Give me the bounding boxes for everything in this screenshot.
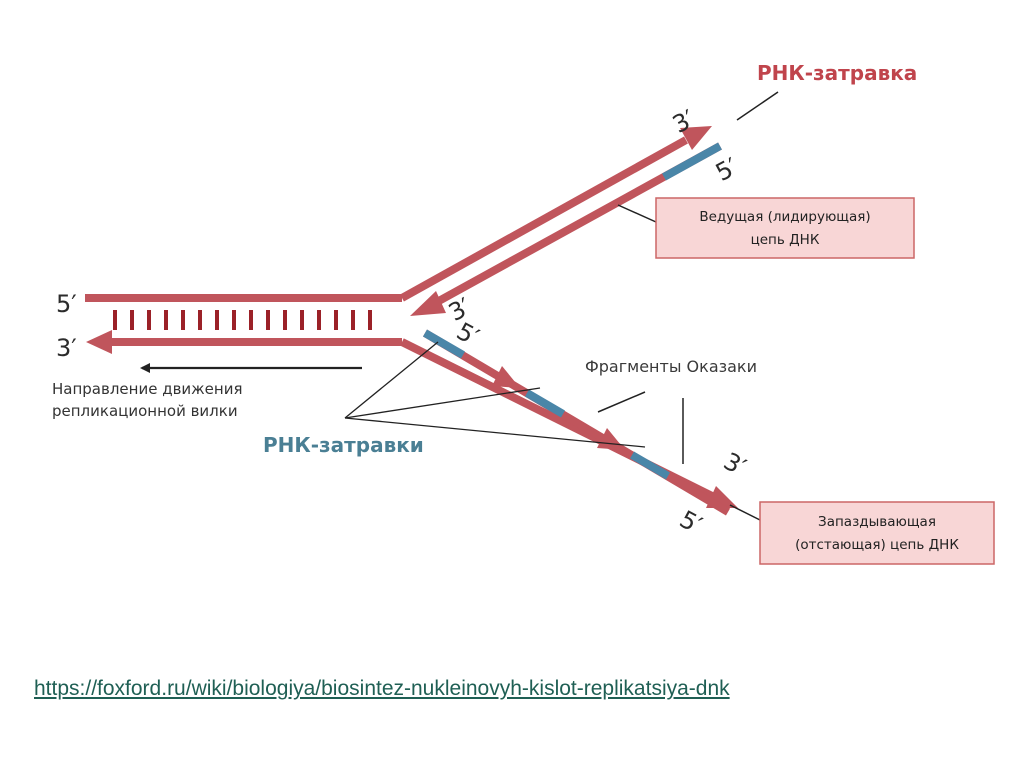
label-leading-end-5prime: 5′ (711, 152, 742, 186)
okazaki-primer-1 (422, 329, 466, 359)
leading-new-arrowhead (410, 291, 446, 316)
leading-strand-box (655, 197, 915, 259)
lagging-strand-callout: Запаздывающая (отстающая) цепь ДНК (729, 501, 995, 565)
base-pair-rungs (113, 310, 372, 330)
label-parent-5prime: 5′ (56, 290, 77, 318)
template-top-arrowhead (680, 126, 712, 150)
okazaki-fragments-label: Фрагменты Оказаки (585, 357, 757, 376)
rna-primers-pointers (344, 341, 646, 448)
direction-label-line2: репликационной вилки (52, 402, 238, 420)
leading-strand-arm (400, 126, 722, 316)
lagging-strand-box (759, 501, 995, 565)
source-link[interactable]: https://foxford.ru/wiki/biologiya/biosin… (34, 677, 730, 700)
lagging-new-strand (422, 329, 731, 516)
okazaki-primer-2 (524, 389, 566, 418)
rna-primers-label: РНК-затравки (263, 433, 424, 457)
template-top-strand (400, 136, 688, 302)
lagging-strand-arm (400, 329, 738, 516)
lagging-box-pointer (729, 504, 761, 521)
label-parent-3prime: 3′ (56, 334, 77, 362)
okazaki-primer-3 (629, 451, 671, 480)
label-lagging-end-5prime: 5′ (675, 505, 706, 539)
label-lagging-end-3prime: 3′ (719, 447, 750, 481)
leading-box-line1: Ведущая (лидирующая) (699, 209, 870, 225)
rna-primer-top-pointer (736, 91, 779, 121)
leading-strand-callout: Ведущая (лидирующая) цепь ДНК (617, 197, 915, 259)
okazaki-pointer-1 (597, 391, 646, 413)
leading-primer-segment (662, 142, 722, 181)
parent-bottom-arrowhead (86, 330, 112, 354)
leading-box-pointer (617, 204, 657, 223)
parental-duplex (85, 294, 402, 354)
direction-label-line1: Направление движения (52, 380, 242, 398)
lagging-box-line1: Запаздывающая (818, 514, 936, 530)
leading-box-line2: цепь ДНК (751, 232, 820, 248)
lagging-box-line2: (отстающая) цепь ДНК (795, 537, 959, 553)
rna-primer-top-label: РНК-затравка (757, 61, 917, 85)
okazaki-arrow-1 (492, 366, 520, 388)
